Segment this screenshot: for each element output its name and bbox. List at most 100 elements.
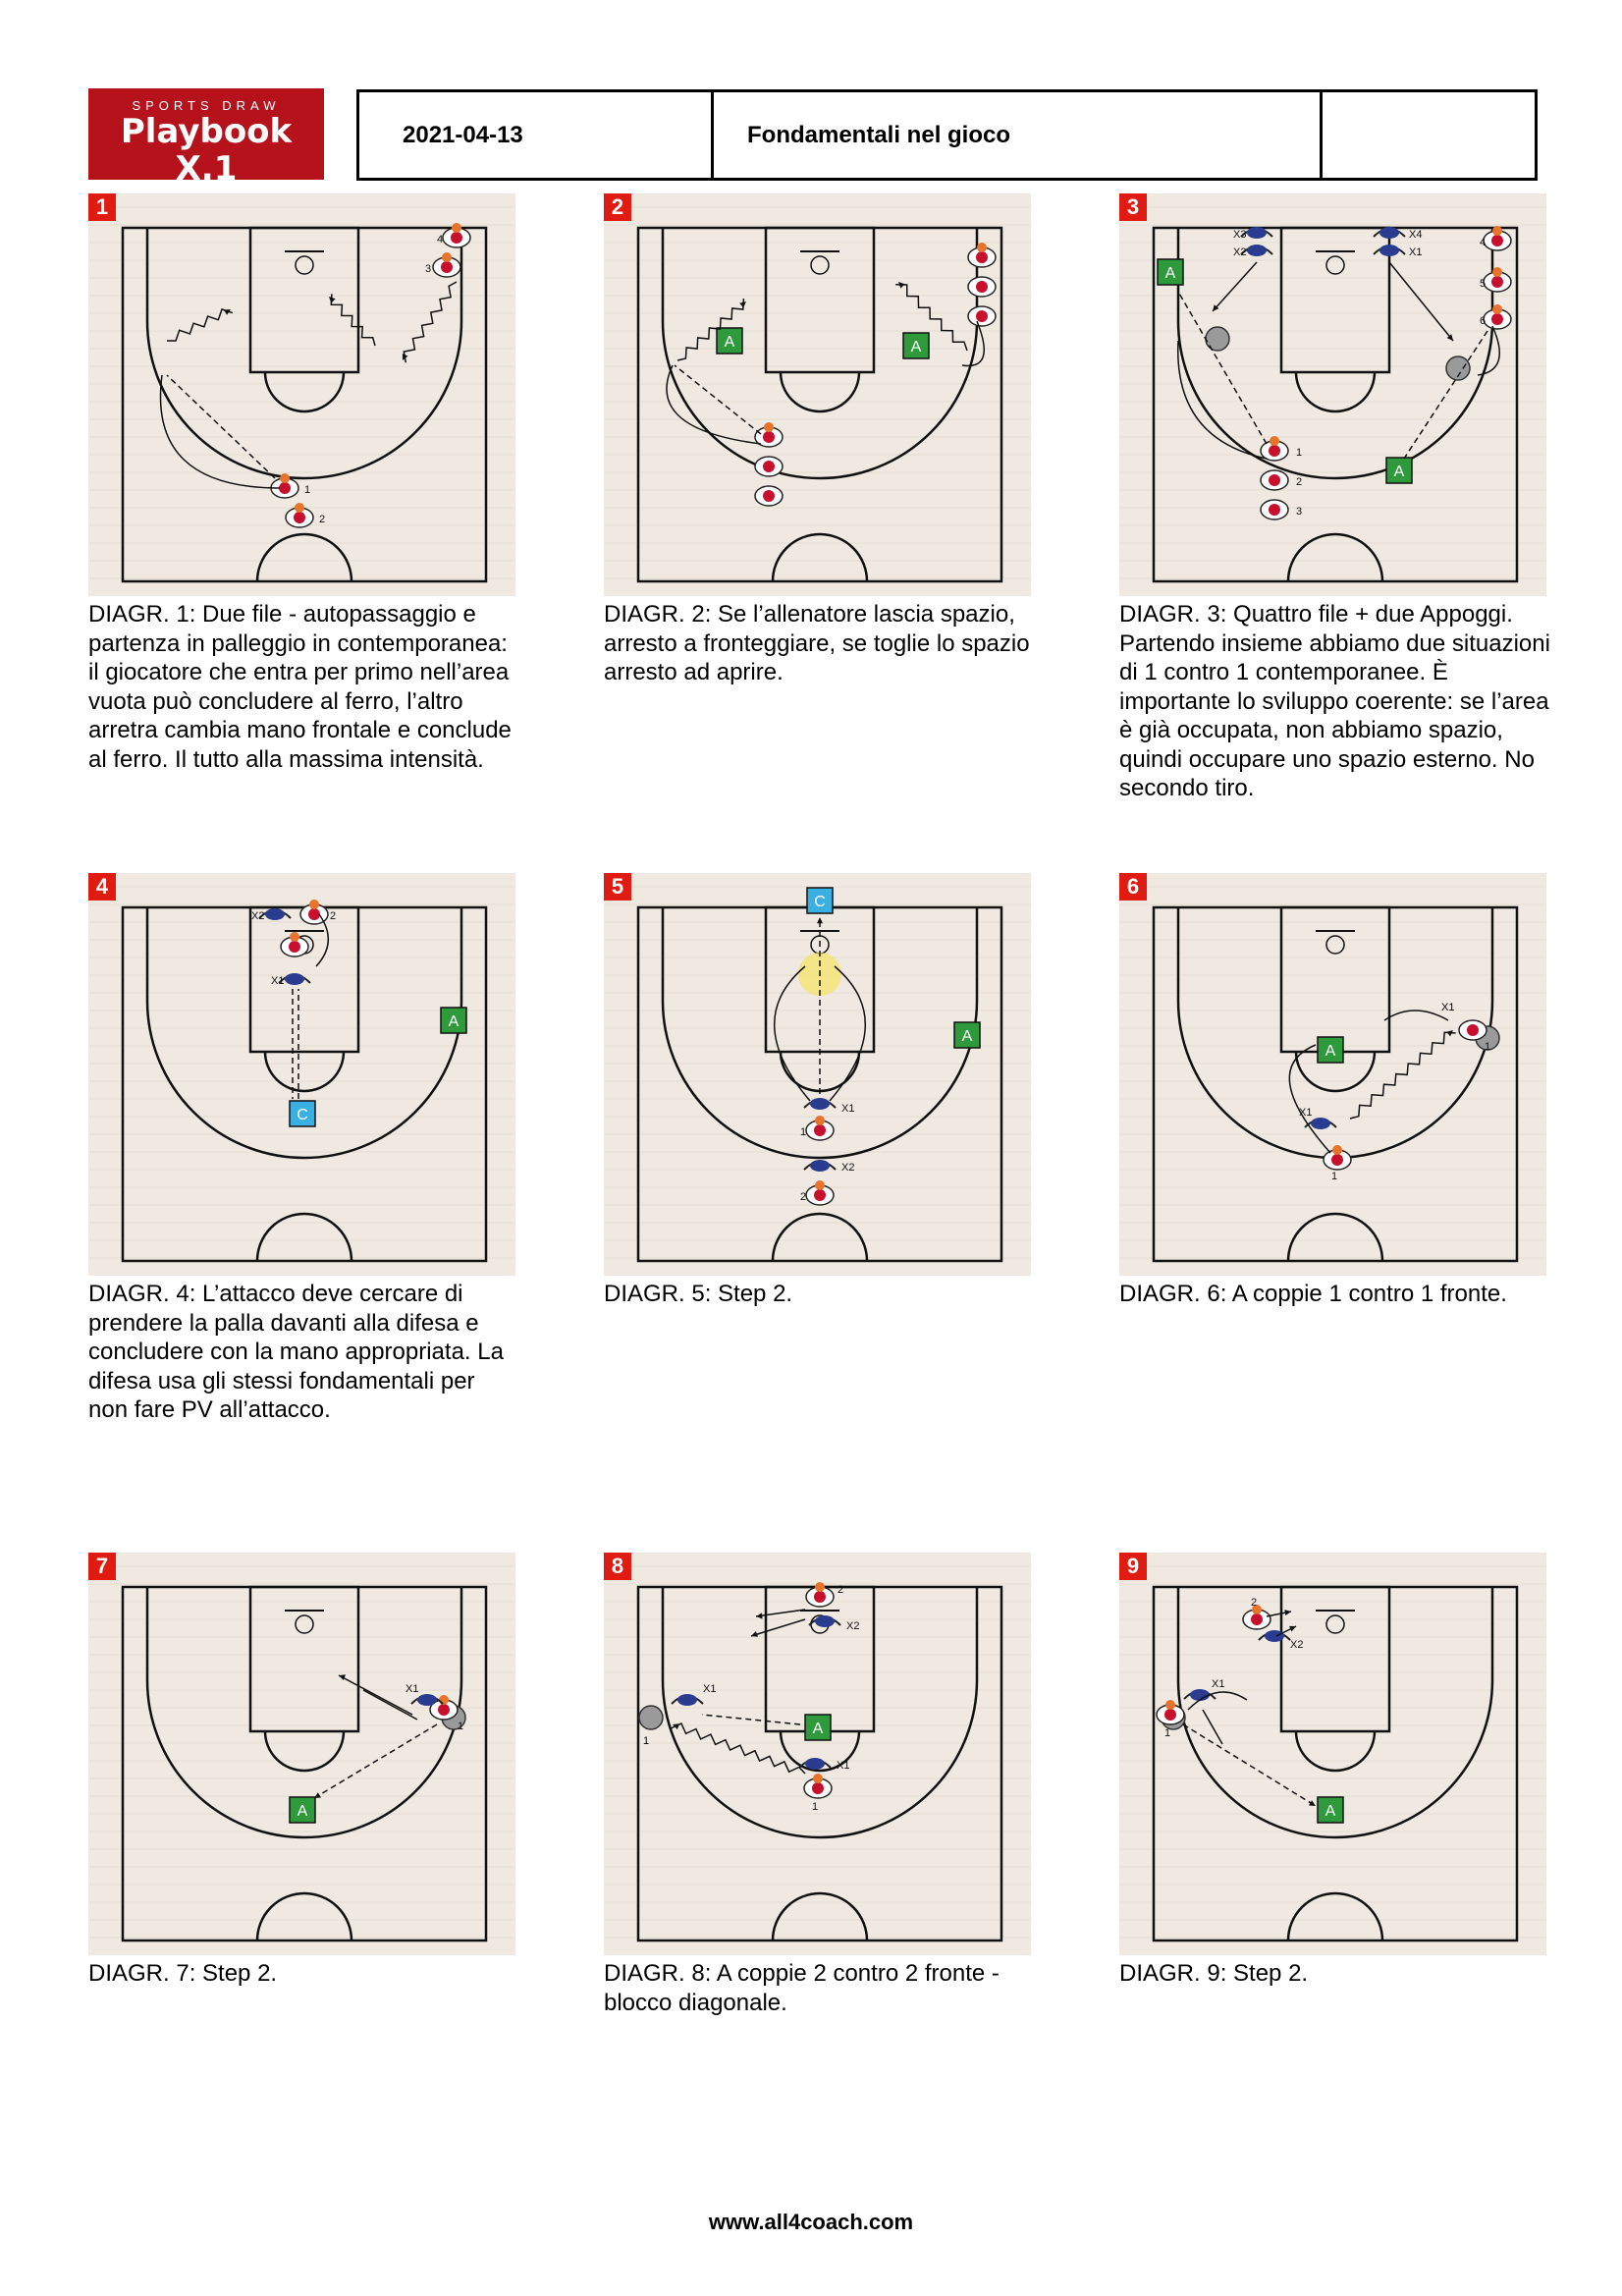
free-throw-arc <box>263 371 346 413</box>
diagram-caption-3: DIAGR. 3: Quattro file + due Appoggi. Pa… <box>1119 601 1550 801</box>
player-label: X1 <box>1409 246 1422 258</box>
arrowhead <box>1446 334 1453 341</box>
hoop <box>295 1614 314 1634</box>
defense-player <box>1265 1630 1284 1642</box>
cut-line <box>829 965 866 1102</box>
assistant-label: A <box>911 339 922 355</box>
pass-line <box>166 374 276 479</box>
player-label: 1 <box>643 1735 649 1747</box>
basketball <box>1492 226 1502 236</box>
center-circle <box>1286 532 1384 582</box>
diagram-number-1: 1 <box>88 193 116 221</box>
defense-player <box>815 1615 835 1627</box>
court-boundary <box>121 226 488 583</box>
three-point-line <box>145 1587 463 1839</box>
player-label: X1 <box>837 1760 849 1772</box>
center-circle <box>1286 1891 1384 1941</box>
assistant-label: A <box>725 334 735 351</box>
player-label: 2 <box>319 514 325 525</box>
offense-player-head <box>1269 445 1280 457</box>
court-boundary <box>121 1585 488 1942</box>
cut-line <box>315 913 329 967</box>
assistant-label: A <box>1394 464 1405 480</box>
offense-player-head <box>1269 474 1280 486</box>
cut-line <box>362 1689 418 1721</box>
cut-line <box>1187 1691 1248 1711</box>
grey-player <box>1205 326 1230 352</box>
player-label: X1 <box>1441 1002 1454 1013</box>
defense-player <box>417 1694 437 1706</box>
defense-player <box>810 1160 830 1172</box>
header-date-cell: 2021-04-13 <box>356 89 714 181</box>
player-label: 3 <box>425 263 431 275</box>
player-label: 1 <box>1164 1727 1170 1739</box>
defense-player <box>1247 245 1267 256</box>
offense-player-head <box>294 512 305 523</box>
assistant-label: A <box>813 1721 824 1737</box>
basketball <box>452 223 461 233</box>
coach-marker <box>806 887 834 914</box>
defense-player <box>677 1694 697 1706</box>
playbook-logo: SPORTS DRAW Playbook X.1 by All4Coach.co… <box>88 88 324 195</box>
assistant-label: A <box>297 1803 308 1820</box>
footer-url: www.all4coach.com <box>708 2210 914 2234</box>
basketball <box>1492 304 1502 314</box>
three-point-line <box>1176 228 1494 480</box>
arrowhead <box>1289 1625 1296 1632</box>
arrowhead <box>751 1631 758 1637</box>
player-label: 1 <box>1331 1171 1337 1182</box>
offense-player-head <box>1491 313 1503 325</box>
arrowhead <box>1213 304 1219 311</box>
basketball <box>1332 1145 1342 1155</box>
dribble-line <box>330 294 376 347</box>
free-throw-arc <box>263 1730 346 1773</box>
assistant-marker <box>953 1021 981 1049</box>
free-throw-arc <box>1294 1730 1377 1773</box>
header-date: 2021-04-13 <box>403 121 523 148</box>
free-throw-arc <box>263 1051 346 1093</box>
basketball <box>815 1582 825 1592</box>
offense-player-head <box>976 251 988 263</box>
player-label: X1 <box>406 1683 418 1695</box>
player-label: 4 <box>437 234 443 246</box>
three-point-line <box>145 907 463 1160</box>
offense-player-head <box>976 281 988 293</box>
offense-player-head <box>451 232 462 244</box>
diagram-caption-1: DIAGR. 1: Due file - autopassaggio e par… <box>88 601 512 773</box>
diagram-panel-7: A 1 X1 7 <box>88 1553 515 1955</box>
player-label: 1 <box>458 1721 463 1732</box>
dribble-line <box>167 308 234 342</box>
coach-label: C <box>814 894 826 910</box>
offense-player-head <box>1467 1024 1479 1036</box>
paint-area <box>248 226 360 374</box>
offense-player-head <box>438 1704 450 1716</box>
player-label: X1 <box>1212 1678 1224 1690</box>
pass-line <box>1177 291 1268 445</box>
paint-area <box>1279 226 1391 374</box>
header-extra-cell <box>1320 89 1538 181</box>
offense-player-head <box>308 908 320 920</box>
paint-area <box>1279 905 1391 1054</box>
diagram-number-7: 7 <box>88 1553 116 1580</box>
assistant-marker <box>440 1007 467 1034</box>
assistant-label: A <box>1165 265 1176 282</box>
player-label: X2 <box>1290 1639 1303 1651</box>
center-circle <box>771 1891 869 1941</box>
offense-player-head <box>1164 1709 1176 1721</box>
defense-player <box>805 1758 825 1770</box>
free-throw-arc <box>779 371 861 413</box>
court-boundary <box>121 905 488 1263</box>
basketball <box>309 900 319 909</box>
court-boundary <box>1152 1585 1519 1942</box>
diagram-caption-8: DIAGR. 8: A coppie 2 contro 2 fronte - b… <box>604 1960 1000 2016</box>
